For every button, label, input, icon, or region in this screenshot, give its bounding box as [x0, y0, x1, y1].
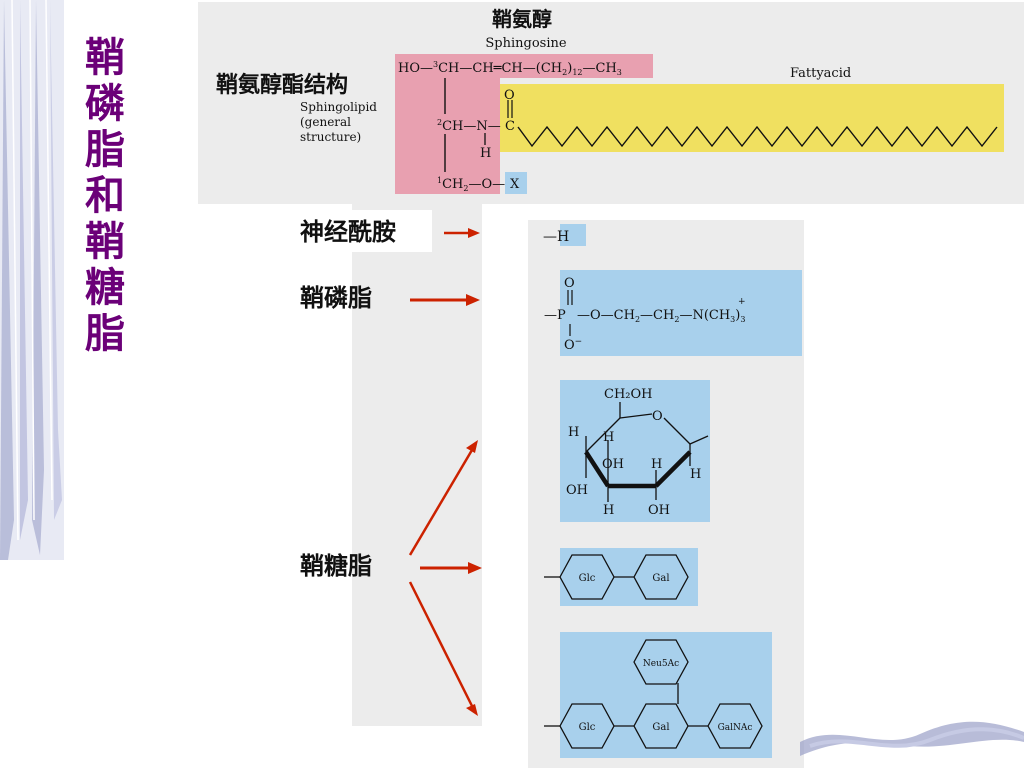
ceramide-group: —H — [543, 229, 569, 245]
fatty-acid-highlight — [500, 84, 1004, 152]
oligo-gal: Gal — [652, 722, 669, 733]
ceramide-label-bg — [296, 210, 432, 252]
sugar-h2: H — [603, 430, 614, 445]
sugar-h5: H — [603, 503, 614, 518]
sugar-ring-box — [560, 380, 710, 522]
x-highlight — [505, 172, 527, 194]
sugar-oh-left: OH — [566, 483, 588, 498]
fatty-acid-chain — [517, 125, 998, 148]
disaccharide-gal: Gal — [652, 573, 669, 584]
oligosaccharide-box — [560, 632, 772, 758]
sphingolipid-cn-label: 鞘氨醇酯结构 — [216, 72, 348, 98]
phospho-p: —P — [544, 308, 566, 323]
x-group-label: X — [510, 177, 520, 192]
phospho-chain: —O—CH2—CH2—N(CH3)3 — [577, 308, 745, 324]
disaccharide-glc: Glc — [579, 573, 596, 584]
sugar-ring — [584, 402, 709, 502]
phospho-o-top: O — [564, 276, 575, 291]
oligo-neu5ac: Neu5Ac — [643, 659, 679, 669]
ceramide-arrow — [444, 228, 480, 238]
sugar-oh-bottom: OH — [648, 503, 670, 518]
sphingosine-en-label: Sphingosine — [485, 36, 566, 51]
structure-c2: 2CH—N— — [437, 118, 501, 134]
sugar-oh-inner: OH — [602, 457, 624, 472]
sphingomyelin-label: 鞘磷脂 — [300, 283, 372, 312]
bottom-decoration — [800, 721, 1024, 756]
left-decoration — [0, 0, 64, 560]
carbonyl-c: C — [505, 119, 515, 134]
sugar-o: O — [652, 409, 663, 424]
carbonyl-o: O — [504, 88, 515, 103]
sphingolipid-en-label-1: Sphingolipid — [300, 100, 377, 114]
phospho-plus: + — [738, 297, 746, 307]
glycolipid-label: 鞘糖脂 — [300, 551, 372, 580]
sugar-h3: H — [651, 457, 662, 472]
sugar-h6: H — [580, 474, 581, 476]
ceramide-group-box — [560, 224, 586, 246]
phospho-o-bottom: O− — [564, 337, 582, 353]
sugar-h4: H — [690, 467, 701, 482]
sphingolipid-en-label-2: (general — [300, 115, 351, 129]
oligo-glc: Glc — [579, 722, 596, 733]
nh-hydrogen: H — [480, 146, 491, 161]
glycolipid-arrow-down — [408, 581, 478, 716]
oligo-galnac: GalNAc — [718, 723, 753, 733]
sphingomyelin-arrow — [410, 294, 480, 306]
disaccharide-bonds — [544, 554, 689, 600]
sphingosine-cn-label: 鞘氨醇 — [492, 7, 552, 31]
glycolipid-arrow-up — [408, 440, 478, 556]
sphingosine-highlight-top — [395, 54, 653, 78]
sugar-ch2oh: CH₂OH — [604, 387, 653, 402]
fatty-acid-label: Fattyacid — [790, 66, 851, 81]
slide-title: 鞘磷脂和鞘糖脂 — [78, 36, 124, 358]
structure-c1: 1CH2—O— — [437, 176, 505, 193]
glycolipid-arrow-mid — [420, 562, 482, 574]
left-inner-panel — [352, 204, 482, 726]
structure-row1: HO—3CH—CH═CH—(CH2)12—CH3 — [398, 60, 622, 77]
sphingolipid-en-label-3: structure) — [300, 130, 361, 144]
oligosaccharide-bonds — [544, 639, 763, 749]
ceramide-label: 神经酰胺 — [300, 217, 396, 246]
phosphocholine-box — [560, 270, 802, 356]
sugar-h1: H — [568, 425, 579, 440]
